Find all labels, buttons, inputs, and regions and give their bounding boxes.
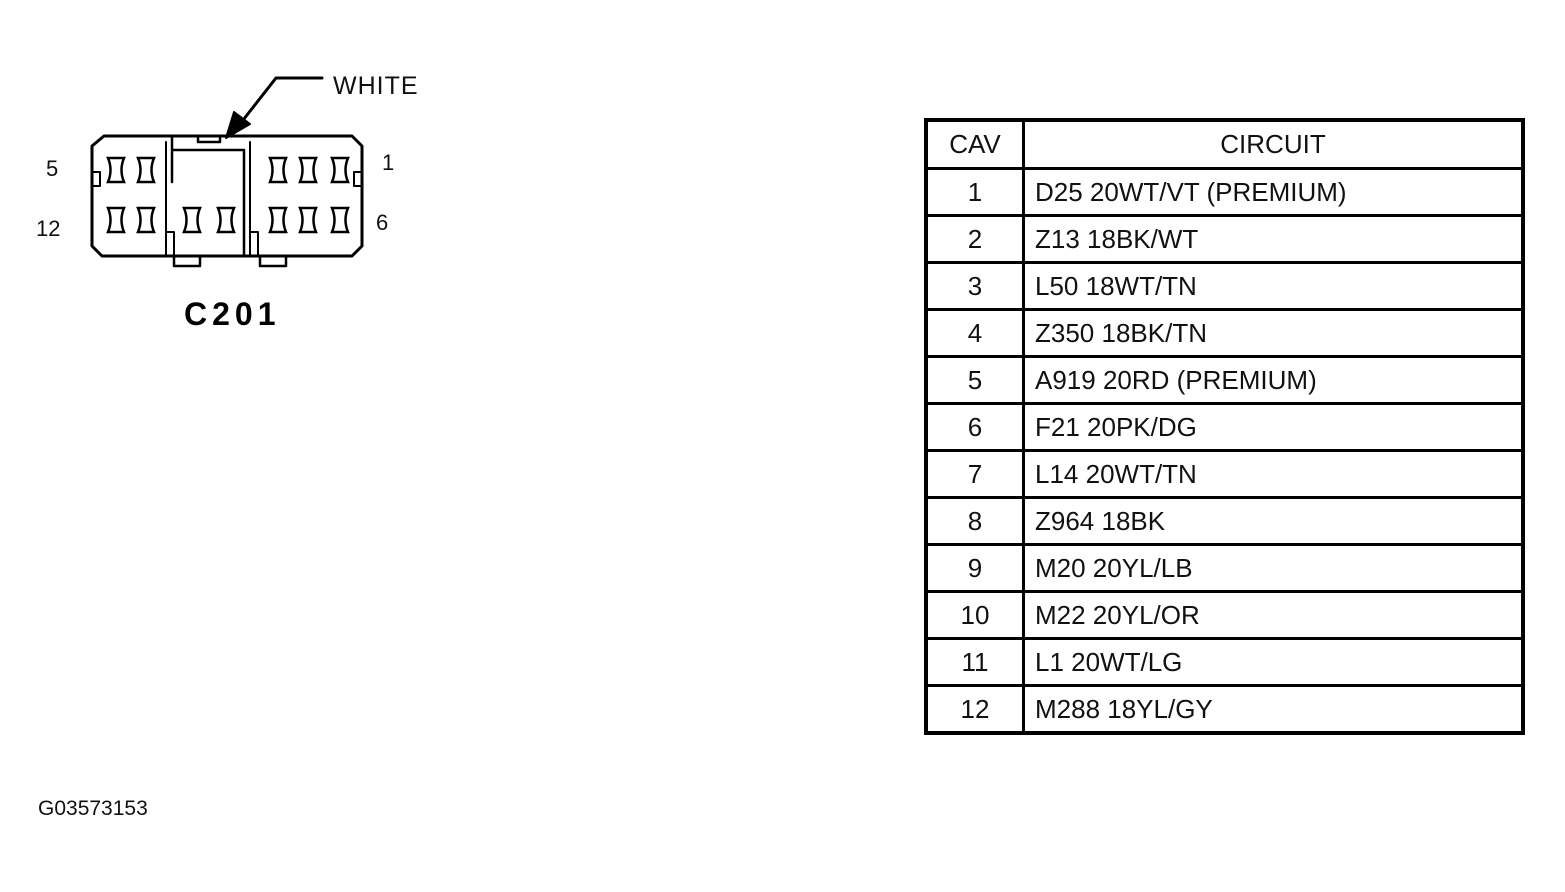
- cav-cell: 11: [924, 637, 1025, 687]
- cavity: [182, 206, 202, 234]
- figure-id: G03573153: [38, 797, 148, 820]
- cav-cell: 8: [924, 496, 1025, 546]
- cavity-group: [106, 156, 350, 234]
- cavity: [106, 156, 126, 184]
- circuit-cell: M20 20YL/LB: [1022, 543, 1525, 593]
- cavity: [268, 206, 288, 234]
- cav-cell: 9: [924, 543, 1025, 593]
- connector-name: C201: [184, 296, 281, 332]
- cav-cell: 7: [924, 449, 1025, 499]
- pin-label-bottom-left: 12: [36, 216, 61, 241]
- cavity: [298, 206, 318, 234]
- circuit-cell: M288 18YL/GY: [1022, 684, 1525, 735]
- circuit-cell: Z350 18BK/TN: [1022, 308, 1525, 358]
- cav-cell: 2: [924, 214, 1025, 264]
- cav-cell: 10: [924, 590, 1025, 640]
- cav-cell: 5: [924, 355, 1025, 405]
- circuit-cell: L50 18WT/TN: [1022, 261, 1525, 311]
- cav-cell: 3: [924, 261, 1025, 311]
- circuit-cell: M22 20YL/OR: [1022, 590, 1525, 640]
- connector-diagram: [90, 76, 364, 268]
- pin-label-bottom-right: 6: [376, 210, 389, 235]
- cavity: [298, 156, 318, 184]
- cavity: [136, 206, 156, 234]
- cav-cell: 6: [924, 402, 1025, 452]
- circuit-cell: L1 20WT/LG: [1022, 637, 1525, 687]
- cav-cell: 4: [924, 308, 1025, 358]
- callout-label: WHITE: [333, 72, 419, 100]
- pin-label-top-right: 1: [382, 150, 395, 175]
- circuit-cell: L14 20WT/TN: [1022, 449, 1525, 499]
- cav-cell: 12: [924, 684, 1025, 735]
- circuit-cell: Z964 18BK: [1022, 496, 1525, 546]
- cavity: [268, 156, 288, 184]
- circuit-cell: Z13 18BK/WT: [1022, 214, 1525, 264]
- header-cav: CAV: [924, 118, 1025, 170]
- callout-leader: [225, 76, 324, 139]
- cavity: [106, 206, 126, 234]
- cavity: [330, 206, 350, 234]
- circuit-cell: A919 20RD (PREMIUM): [1022, 355, 1525, 405]
- cavity: [136, 156, 156, 184]
- cavity: [330, 156, 350, 184]
- circuit-cell: F21 20PK/DG: [1022, 402, 1525, 452]
- pin-label-top-left: 5: [46, 156, 59, 181]
- circuit-cell: D25 20WT/VT (PREMIUM): [1022, 167, 1525, 217]
- cav-cell: 1: [924, 167, 1025, 217]
- cavity: [216, 206, 236, 234]
- header-circuit: CIRCUIT: [1022, 118, 1525, 170]
- table-header-row: CAV CIRCUIT: [924, 118, 1525, 170]
- connector-body: [90, 134, 364, 268]
